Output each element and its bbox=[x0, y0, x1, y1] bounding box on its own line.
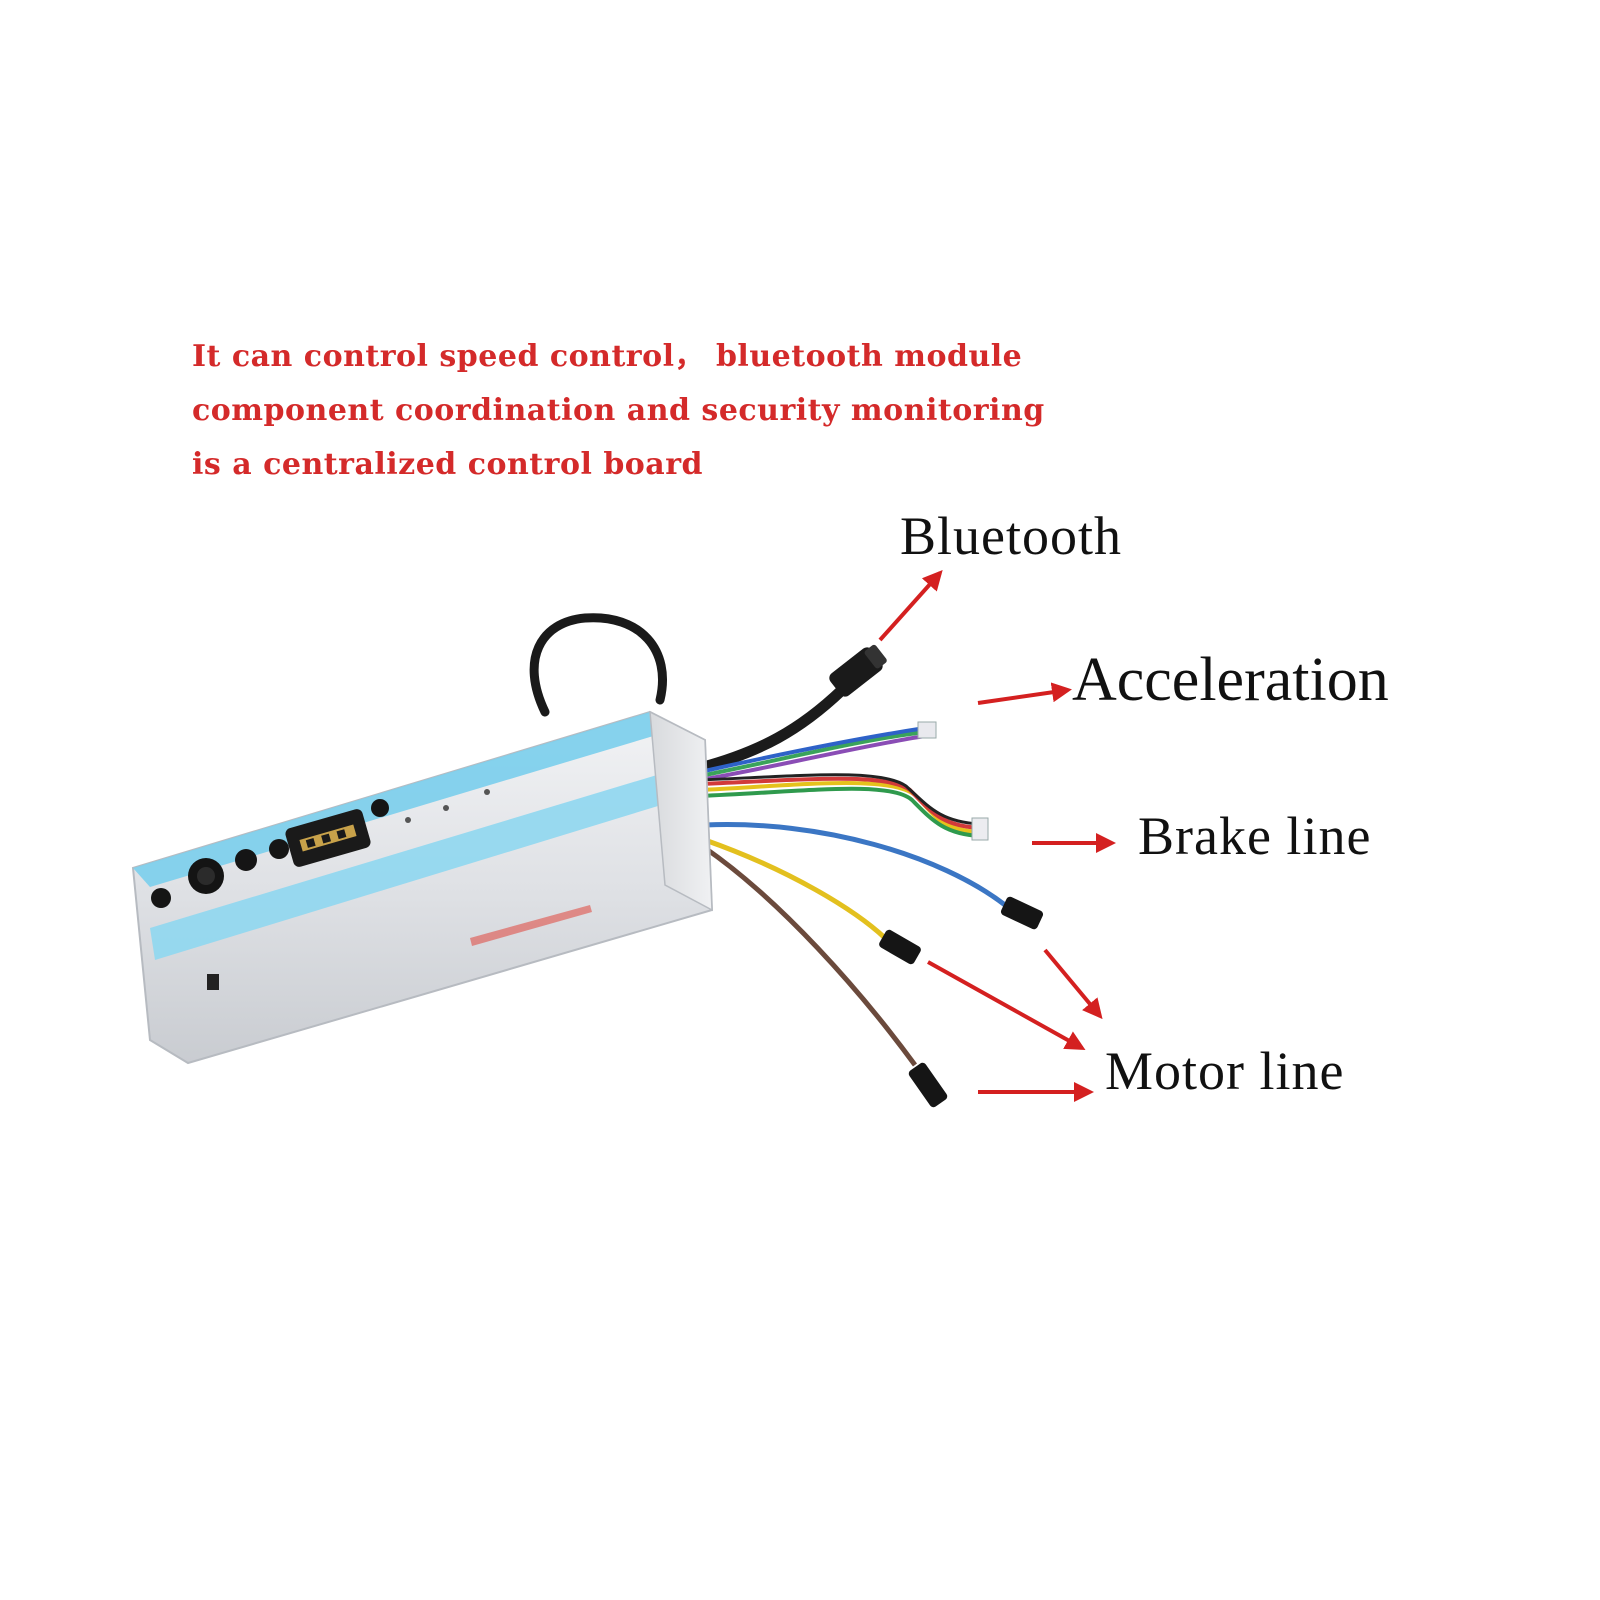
hole-3 bbox=[269, 839, 289, 859]
motor-wire-yellow bbox=[704, 837, 887, 940]
brake-wire-black bbox=[699, 773, 981, 826]
motor-connector-yellow bbox=[879, 929, 921, 965]
hole-4 bbox=[371, 799, 389, 817]
arrow-motor-1 bbox=[1043, 948, 1103, 1020]
description-line-3: is a centralized control board bbox=[192, 447, 704, 482]
label-motor-line: Motor line bbox=[1105, 1041, 1345, 1101]
led-2 bbox=[443, 805, 449, 811]
loop-cable bbox=[529, 613, 667, 717]
hole-1 bbox=[151, 888, 171, 908]
brake-connector bbox=[971, 817, 989, 841]
label-bluetooth: Bluetooth bbox=[900, 506, 1122, 566]
acceleration-wire-green bbox=[699, 730, 926, 778]
housing-end-cap bbox=[649, 710, 713, 912]
housing-slot bbox=[207, 974, 219, 990]
label-acceleration: Acceleration bbox=[1072, 646, 1389, 714]
arrow-acceleration bbox=[977, 682, 1072, 705]
brake-wire-yellow bbox=[699, 781, 981, 834]
bluetooth-cable bbox=[694, 684, 848, 774]
controller-housing bbox=[131, 710, 714, 1065]
motor-connector-blue bbox=[1000, 896, 1044, 930]
housing-band-top bbox=[133, 712, 680, 887]
bluetooth-connector bbox=[829, 644, 887, 697]
brake-wire-green bbox=[699, 786, 981, 838]
motor-wire-blue bbox=[704, 822, 1007, 907]
data-port bbox=[285, 809, 371, 867]
arrow-bluetooth bbox=[878, 570, 943, 642]
acceleration-wire-blue bbox=[699, 726, 926, 774]
housing-label-strip bbox=[470, 905, 592, 946]
housing-band-middle bbox=[150, 765, 694, 960]
motor-wire-brown bbox=[703, 845, 918, 1067]
led-3 bbox=[484, 789, 490, 795]
acceleration-connector bbox=[917, 721, 937, 739]
hole-2 bbox=[235, 849, 257, 871]
description-text: It can control speed control， bluetooth … bbox=[192, 330, 1292, 492]
acceleration-wire-purple bbox=[699, 734, 926, 782]
led-1 bbox=[405, 817, 411, 823]
arrow-motor-2 bbox=[927, 960, 1086, 1050]
description-line-2: component coordination and security moni… bbox=[192, 393, 1045, 428]
motor-connector-brown bbox=[908, 1062, 948, 1108]
brake-wire-red bbox=[699, 776, 981, 830]
label-brake-line: Brake line bbox=[1138, 806, 1372, 866]
description-line-1: It can control speed control， bluetooth … bbox=[192, 339, 1023, 374]
